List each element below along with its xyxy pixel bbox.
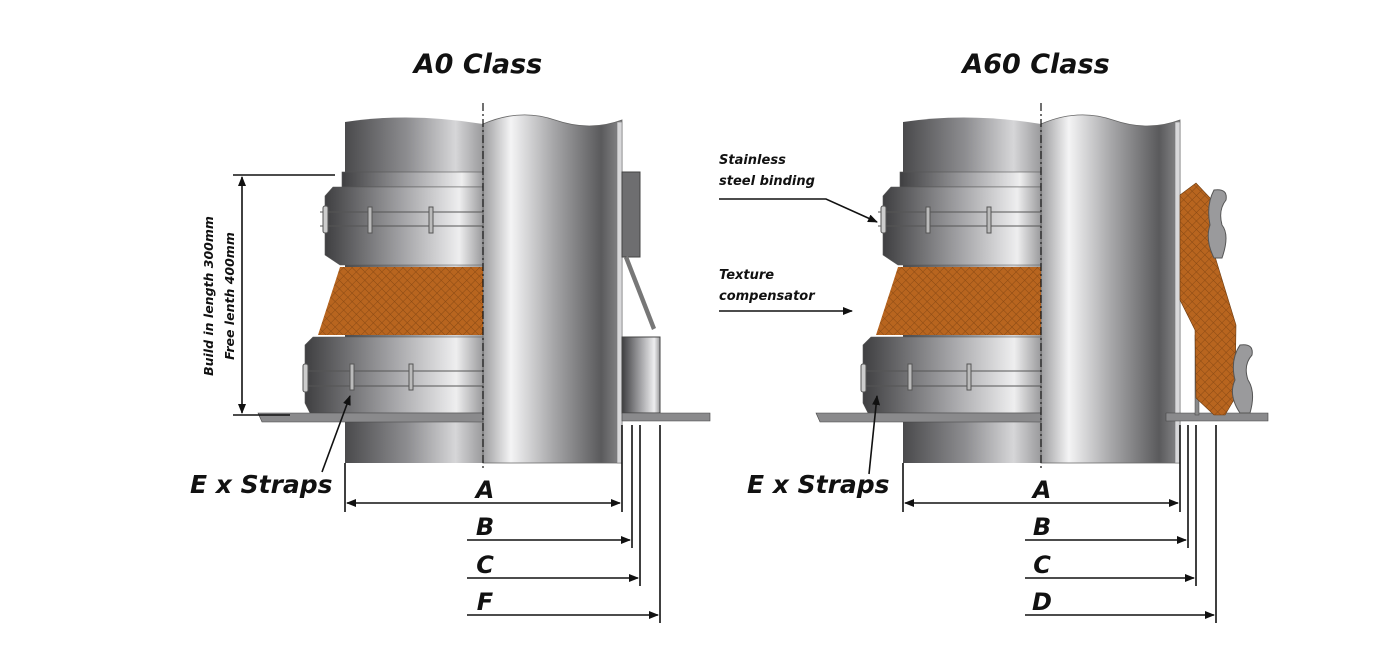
a0-straps-label: E x Straps: [190, 470, 333, 499]
compensator-label-line2: compensator: [719, 289, 816, 304]
dim-c-label: C: [1033, 551, 1051, 579]
a60-pipe-assembly: [815, 102, 1181, 471]
a0-panel: A0 Class Build in length 300mm Free lent…: [190, 49, 711, 623]
dim-c-label: C: [476, 551, 494, 579]
dim-a-label: A: [474, 476, 495, 504]
wing-nut-icon: [1207, 189, 1227, 259]
a0-title: A0 Class: [412, 49, 543, 80]
a0-flange-support: [621, 171, 711, 422]
a0-dimensions: A B C F: [344, 425, 661, 623]
compensator-label-line1: Texture: [719, 268, 774, 283]
binding-label-line1: Stainless: [719, 153, 786, 168]
binding-label-line2: steel binding: [719, 174, 815, 189]
a60-panel: A60 Class Stainless steel binding Textur…: [719, 49, 1269, 623]
dim-b-label: B: [476, 513, 494, 541]
a60-straps-arrow: [868, 395, 881, 475]
a60-dimensions: A B C D: [902, 425, 1217, 623]
wing-nut-icon: [1231, 344, 1254, 414]
free-length-label: Free lenth 400mm: [222, 232, 237, 360]
a0-length-dimension: Build in length 300mm Free lenth 400mm: [201, 174, 335, 416]
build-in-length-label: Build in length 300mm: [201, 216, 216, 376]
dim-a-label: A: [1031, 476, 1052, 504]
a60-title: A60 Class: [960, 49, 1109, 80]
dim-b-label: B: [1033, 513, 1051, 541]
a0-straps-arrow: [321, 395, 351, 473]
a0-pipe-assembly: [257, 102, 623, 471]
binding-arrow: [719, 198, 878, 223]
a60-insulation: [1165, 182, 1269, 422]
dim-d-label: D: [1032, 588, 1052, 616]
a60-straps-label: E x Straps: [747, 470, 890, 499]
dim-f-label: F: [477, 588, 494, 616]
